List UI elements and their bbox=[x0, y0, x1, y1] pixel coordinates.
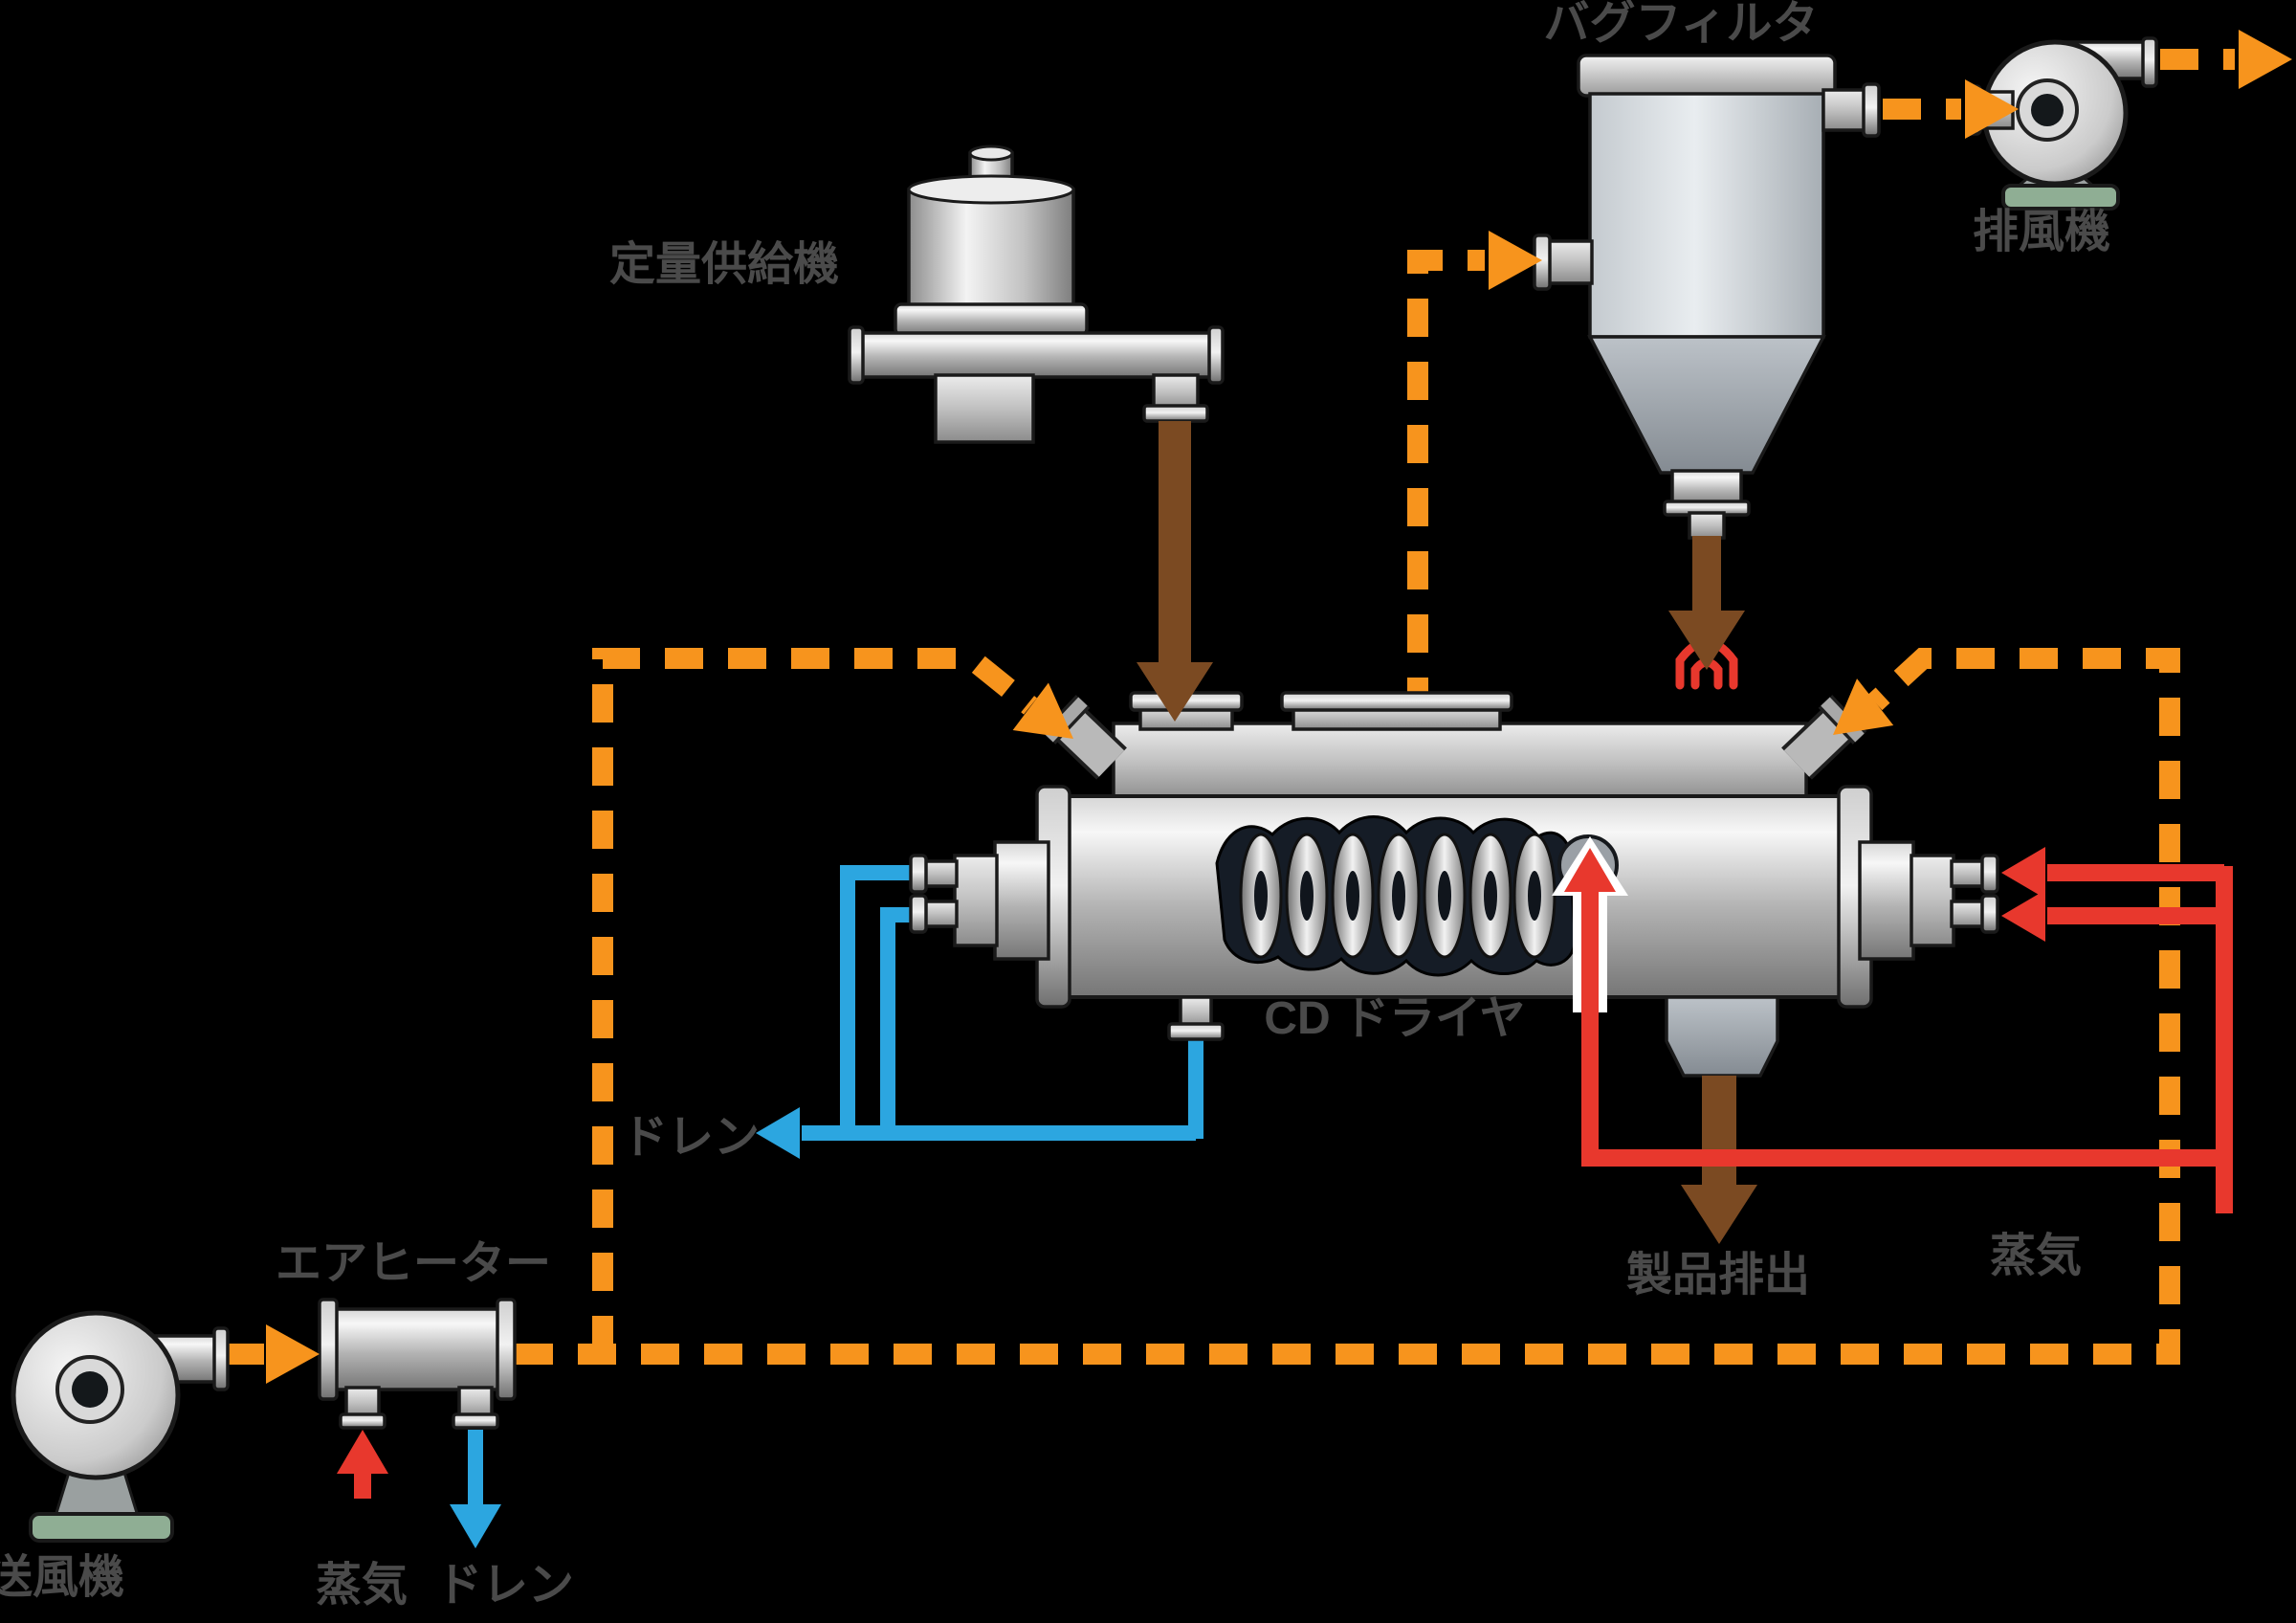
bagfilter-cap bbox=[1577, 54, 1837, 98]
hot-air-branch-left-pipe bbox=[592, 648, 1037, 1354]
dryer-drain-pipe-lower bbox=[880, 907, 938, 1125]
bagfilter-top-outlet-pipe bbox=[1821, 88, 1871, 132]
air-heater bbox=[318, 1298, 517, 1430]
bagfilter-inlet-pipe bbox=[1544, 239, 1594, 285]
heater-flange-right bbox=[496, 1298, 517, 1401]
blower-eye bbox=[72, 1371, 108, 1408]
label-dryer: CD ドライヤ bbox=[1264, 993, 1525, 1044]
blower-base bbox=[29, 1512, 174, 1543]
label-steam-dryer: 蒸気 bbox=[1990, 1231, 2082, 1281]
product-discharge-arrow bbox=[1681, 1185, 1757, 1244]
exhaust-fan-eye bbox=[2031, 94, 2064, 126]
bagfilter-outlet-pipe bbox=[1688, 511, 1726, 540]
dryer-drain-nozzle-flange bbox=[1167, 1022, 1225, 1041]
label-drain-heater: ドレン bbox=[436, 1560, 574, 1611]
label-drain-dryer: ドレン bbox=[622, 1112, 760, 1163]
bag-filter bbox=[1533, 54, 1881, 690]
heater-drain-arrow bbox=[450, 1504, 501, 1548]
vapor-pipe bbox=[1407, 250, 1485, 716]
exhaust-fan bbox=[1965, 36, 2158, 211]
label-steam-heater: 蒸気 bbox=[316, 1560, 408, 1611]
label-blower: 送風機 bbox=[0, 1552, 124, 1603]
dryer-discs bbox=[1239, 833, 1556, 959]
steam-arrow-lower bbox=[2001, 890, 2045, 942]
cd-dryer bbox=[909, 691, 1999, 1078]
bagfilter-top-outlet-flange bbox=[1862, 82, 1881, 138]
label-exhaust-fan: 排風機 bbox=[1973, 207, 2110, 257]
feeder-conveyor-cap-right bbox=[1207, 325, 1225, 385]
feeder-conveyor-housing bbox=[857, 331, 1215, 379]
label-feeder: 定量供給機 bbox=[609, 239, 839, 290]
label-product-discharge: 製品排出 bbox=[1626, 1250, 1810, 1301]
heater-steam-arrow bbox=[337, 1430, 388, 1474]
exhaust-fan-base bbox=[2001, 184, 2120, 211]
dryer-drain-arrow bbox=[756, 1107, 800, 1159]
feeder-spout-flange bbox=[1142, 404, 1209, 423]
steam-arrow-upper bbox=[2001, 847, 2045, 899]
exhaust-fan-duct-flange bbox=[2141, 36, 2158, 88]
blower-duct-flange bbox=[212, 1326, 230, 1391]
exhaust-arrow-out bbox=[2239, 30, 2292, 89]
material-arrows bbox=[1137, 421, 1757, 1244]
steam-piping bbox=[337, 836, 2233, 1499]
dryer-discharge-chute bbox=[1665, 995, 1779, 1078]
dryer-dome bbox=[1112, 722, 1808, 804]
label-bag-filter: バグフィルタ bbox=[1543, 0, 1818, 49]
feeder-motor-top bbox=[907, 174, 1075, 205]
heater-steam-stub-flange bbox=[339, 1412, 386, 1430]
dryer-inlet-nozzle-left bbox=[1041, 695, 1127, 780]
heater-body bbox=[331, 1307, 503, 1391]
bagfilter-body bbox=[1588, 92, 1825, 339]
metering-feeder bbox=[848, 145, 1225, 444]
blower bbox=[11, 1310, 230, 1543]
dryer-vapor-port-flange bbox=[1280, 691, 1513, 712]
hot-air-loop-pipe bbox=[515, 648, 2180, 1365]
feeder-motor-stub-top bbox=[968, 145, 1014, 162]
dryer-drain-pipe-upper bbox=[840, 865, 938, 1125]
dryer-shaft-left bbox=[909, 840, 1050, 961]
dryer-shaft-right bbox=[1858, 840, 1999, 961]
hot-air-arrow-into-heater bbox=[266, 1324, 320, 1384]
feeder-hopper-box bbox=[934, 373, 1035, 444]
feeder-motor-body bbox=[907, 188, 1075, 310]
labels: バグフィルタ 排風機 定量供給機 CD ドライヤ ドレン エアヒーター 送風機 … bbox=[0, 0, 2110, 1611]
feeder-conveyor-cap-left bbox=[848, 325, 865, 385]
bagfilter-cone bbox=[1587, 335, 1826, 475]
label-air-heater: エアヒーター bbox=[276, 1238, 551, 1289]
heater-drain-stub-flange bbox=[452, 1412, 499, 1430]
heater-flange-left bbox=[318, 1298, 339, 1401]
feeder-motor-base bbox=[894, 302, 1089, 337]
hot-air-piping bbox=[226, 49, 2235, 1365]
